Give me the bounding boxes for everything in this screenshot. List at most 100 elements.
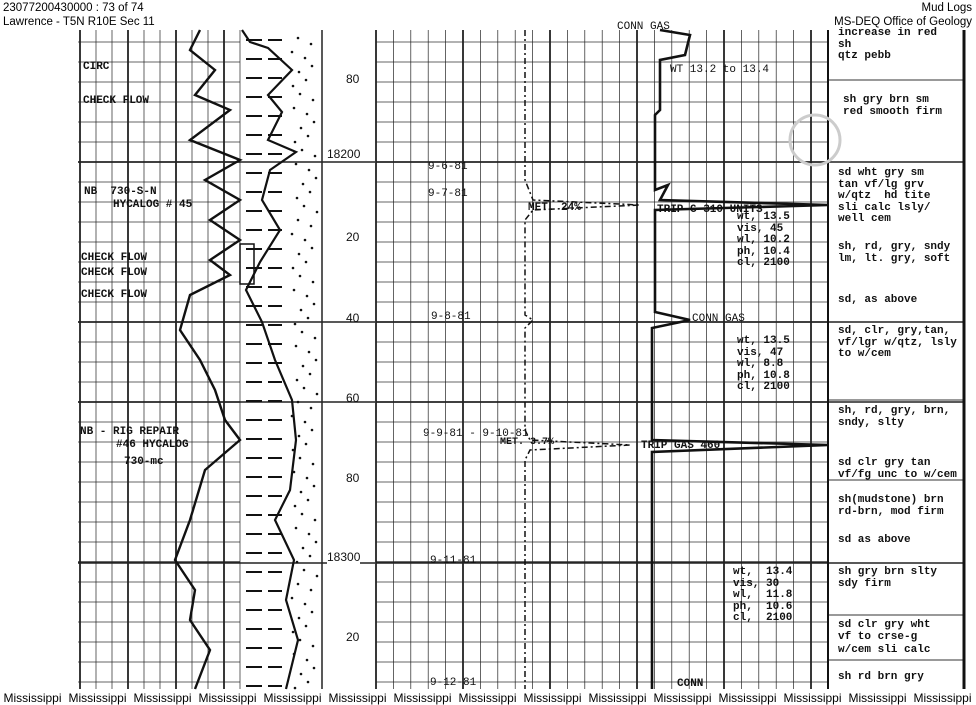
sand-dot [305, 658, 309, 662]
footer-watermark-text: Mississippi [913, 691, 972, 705]
sand-dot [309, 42, 313, 46]
lithology-description: sd clr gry tan vf/fg unc to w/cem [838, 457, 957, 481]
gas-note: WT 13.2 to 13.4 [670, 64, 770, 76]
mud-chloride: cl, 2100 [733, 612, 793, 624]
mud-chloride: cl, 2100 [737, 381, 790, 393]
footer-watermark-text: Mississippi [3, 691, 62, 705]
sand-dot [310, 64, 314, 68]
sand-dot [293, 140, 297, 144]
sand-dot [308, 372, 312, 376]
sand-dot [294, 344, 298, 348]
drilling-note: CHECK FLOW [81, 267, 148, 279]
drilling-note: CHECK FLOW [81, 252, 148, 264]
sand-dot [307, 532, 311, 536]
sand-dot [308, 190, 312, 194]
sand-dot [309, 588, 313, 592]
sand-dot [312, 484, 316, 488]
sand-dot [306, 498, 310, 502]
sand-dot [313, 336, 317, 340]
depth-label: 60 [346, 391, 360, 405]
drilling-note: #46 HYCALOG [116, 439, 189, 451]
depth-label: 80 [346, 72, 360, 86]
methane-curve [524, 30, 641, 689]
sand-dot [296, 36, 300, 40]
gas-note: CONN [677, 678, 704, 690]
footer-watermark-text: Mississippi [393, 691, 452, 705]
total-gas-curve [650, 28, 829, 689]
mud-weight: wt, 13.5 [737, 211, 790, 223]
sand-dot [291, 630, 295, 634]
depth-label: 40 [346, 311, 360, 325]
date-label: 9-9-81 - 9-10-81 [423, 428, 529, 440]
sand-dot [301, 364, 305, 368]
drilling-note: CIRC [83, 61, 110, 73]
sand-dot [311, 644, 315, 648]
sand-dot [299, 672, 303, 676]
mud-ph: ph, 10.4 [737, 245, 790, 258]
sand-dot [299, 308, 303, 312]
sand-dot [311, 98, 315, 102]
drilling-note: CHECK FLOW [81, 289, 148, 301]
date-label: 9-6-81 [428, 161, 468, 173]
sand-dot [305, 294, 309, 298]
sand-dot [297, 434, 301, 438]
sand-dot [295, 560, 299, 564]
sand-dot [309, 224, 313, 228]
sand-dot [297, 616, 301, 620]
sand-dot [306, 316, 310, 320]
gas-note: TRIP GAS 460 [641, 440, 721, 452]
sand-dot [308, 554, 312, 558]
sand-dot [314, 176, 318, 180]
sand-dot [310, 246, 314, 250]
sand-dot [315, 210, 319, 214]
sand-dot [300, 512, 304, 516]
drilling-note: NB - RIG REPAIR [80, 426, 180, 438]
drill-rate-curve [173, 29, 243, 690]
sand-dot [309, 406, 313, 410]
sand-dot [311, 462, 315, 466]
sand-dot [291, 84, 295, 88]
mud-chloride: cl, 2100 [737, 257, 790, 269]
lithology-description: sh gry brn slty sdy firm [838, 566, 938, 590]
sand-dot [299, 490, 303, 494]
lithology-description: sd, as above [838, 294, 918, 306]
watermark-footer: Mississippi Mississippi Mississippi Mississ… [0, 691, 976, 705]
depth-label: 18300 [327, 550, 361, 564]
lithology-description: sh gry brn sm red smooth firm [843, 94, 943, 118]
date-label: 9-8-81 [431, 311, 471, 323]
sand-dot [303, 420, 307, 424]
sand-dot [314, 540, 318, 544]
drilling-note: 730-mc [124, 456, 164, 468]
sand-dot [300, 330, 304, 334]
sand-dot [312, 120, 316, 124]
mud-weight: wt, 13.5 [737, 335, 790, 347]
mud-water-loss: wl, 8.8 [737, 358, 784, 370]
sand-dot [298, 274, 302, 278]
sand-dot [293, 504, 297, 508]
gas-note: MET. 3.7% [500, 437, 555, 448]
sand-dot [305, 476, 309, 480]
sand-dot [315, 392, 319, 396]
sand-dot [303, 238, 307, 242]
sand-dot [295, 378, 299, 382]
sand-dot [301, 182, 305, 186]
well-location: Lawrence - T5N R10E Sec 11 [3, 16, 155, 28]
mud-viscosity: vis, 45 [737, 222, 784, 235]
depth-label: 80 [346, 471, 360, 485]
footer-watermark-text: Mississippi [588, 691, 647, 705]
sand-dot [290, 50, 294, 54]
footer-watermark-text: Mississippi [68, 691, 127, 705]
date-label: 9-7-81 [428, 188, 468, 200]
sand-dot [295, 196, 299, 200]
sand-dot [304, 624, 308, 628]
lithology-description: increase in red sh qtz pebb [838, 27, 938, 62]
sand-dot [296, 218, 300, 222]
sand-dot [290, 232, 294, 236]
mud-viscosity: vis, 47 [737, 346, 784, 359]
sand-dot [299, 126, 303, 130]
sand-dot [302, 386, 306, 390]
sand-dot [291, 266, 295, 270]
sand-dot [315, 574, 319, 578]
